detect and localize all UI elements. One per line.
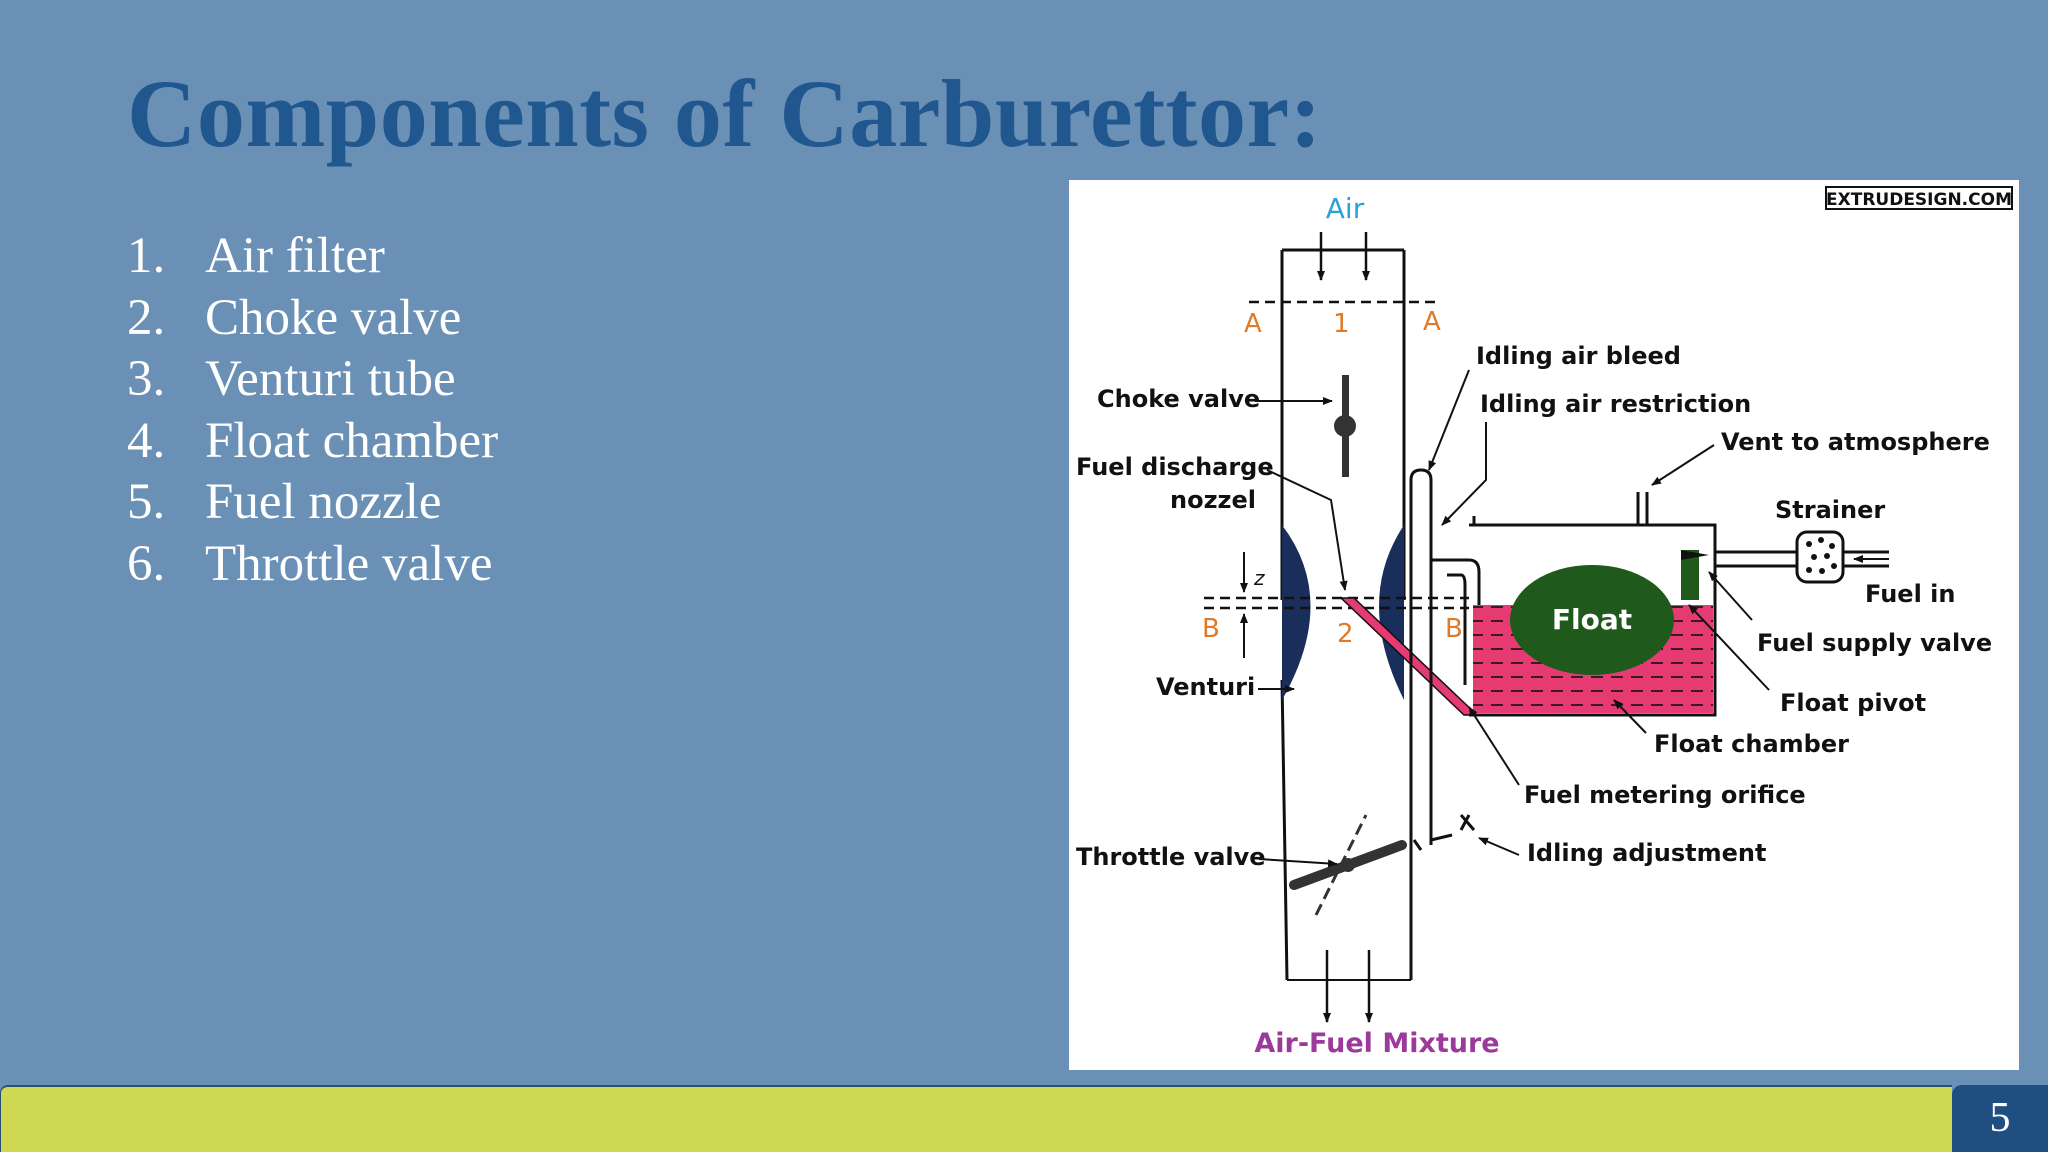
leader-idling-adjustment	[1478, 837, 1520, 856]
float-chamber-wall	[1469, 516, 1717, 717]
leader-fuel-discharge	[1266, 469, 1348, 591]
leader-fuel-supply-valve	[1708, 571, 1753, 621]
label-fuel-discharge-1: Fuel discharge	[1076, 453, 1274, 481]
label-idling-air-bleed: Idling air bleed	[1476, 342, 1681, 370]
label-vent: Vent to atmosphere	[1721, 428, 1990, 456]
venturi-right	[1379, 525, 1404, 700]
section-b-right: B	[1445, 614, 1463, 644]
label-float-pivot: Float pivot	[1780, 689, 1926, 717]
list-item-number: 2.	[127, 289, 166, 346]
list-item: 3. Venturi tube	[127, 349, 498, 411]
list-item: 2. Choke valve	[127, 288, 498, 350]
components-list: 1. Air filter 2. Choke valve 3. Venturi tub…	[127, 226, 498, 596]
leader-idling-air-restriction	[1441, 422, 1487, 526]
list-item-label: Choke valve	[205, 289, 462, 346]
label-idling-adjustment: Idling adjustment	[1527, 839, 1766, 867]
float-label: Float	[1552, 603, 1632, 636]
list-item-number: 6.	[127, 535, 166, 592]
idling-screw	[1459, 814, 1476, 831]
section-b-left: B	[1202, 614, 1220, 644]
list-item-label: Fuel nozzle	[205, 474, 442, 531]
needle-valve	[1681, 550, 1709, 560]
list-item-label: Air filter	[205, 228, 385, 284]
label-float-chamber: Float chamber	[1654, 730, 1849, 758]
leader-throttle-valve	[1258, 858, 1338, 868]
list-item-number: 4.	[127, 412, 166, 469]
point-1-label: 1	[1333, 309, 1350, 339]
float	[1510, 565, 1674, 675]
label-fuel-in: Fuel in	[1865, 580, 1955, 608]
fuel-tube	[1431, 558, 1481, 695]
list-item: 6. Throttle valve	[127, 534, 498, 596]
list-item-number: 3.	[127, 351, 166, 408]
idling-tube	[1409, 468, 1433, 845]
section-a-left: A	[1244, 309, 1262, 339]
footer-bar	[0, 1085, 1952, 1152]
list-item: 5. Fuel nozzle	[127, 472, 498, 534]
vent-pipe	[1636, 492, 1649, 525]
list-item-label: Venturi tube	[205, 351, 456, 408]
z-label: z	[1253, 566, 1265, 590]
label-choke-valve: Choke valve	[1097, 385, 1260, 413]
choke-valve-pivot	[1334, 415, 1356, 437]
section-a-right: A	[1423, 307, 1441, 337]
idling-outlet	[1412, 833, 1453, 851]
leader-float-chamber	[1613, 699, 1647, 734]
label-throttle-valve: Throttle valve	[1076, 843, 1266, 871]
label-strainer: Strainer	[1775, 496, 1885, 524]
carburettor-diagram: EXTRUDESIGN.COM Air A A 1 B B 2 z	[1069, 180, 2019, 1070]
watermark: EXTRUDESIGN.COM	[1826, 190, 2012, 210]
label-fuel-discharge-2: nozzel	[1170, 486, 1256, 514]
watermark-box	[1825, 186, 2013, 210]
point-2-label: 2	[1337, 619, 1354, 649]
leader-vent	[1651, 444, 1715, 486]
strainer-dots	[1806, 537, 1837, 574]
leader-fuel-metering-orifice	[1468, 706, 1520, 786]
output-label: Air-Fuel Mixture	[1254, 1028, 1499, 1059]
label-fuel-supply-valve: Fuel supply valve	[1757, 629, 1992, 657]
list-item: 4. Float chamber	[127, 411, 498, 473]
list-item-number: 5.	[127, 474, 166, 531]
label-idling-air-restriction: Idling air restriction	[1480, 390, 1751, 418]
air-label: Air	[1326, 192, 1365, 225]
venturi-left	[1282, 525, 1311, 700]
list-item-number: 1.	[127, 228, 166, 284]
list-item-label: Throttle valve	[205, 535, 493, 592]
leader-float-pivot	[1688, 604, 1770, 691]
list-item-label: Float chamber	[205, 412, 499, 469]
label-venturi: Venturi	[1156, 673, 1255, 701]
slide-title: Components of Carburettor:	[127, 60, 1323, 167]
throttle-pivot	[1341, 858, 1355, 872]
fuel-supply-valve	[1681, 550, 1699, 600]
leader-idling-air-bleed	[1428, 369, 1470, 471]
list-item: 1. Air filter	[127, 226, 498, 288]
label-fuel-metering-orifice: Fuel metering orifice	[1524, 781, 1806, 809]
page-number: 5	[1952, 1085, 2048, 1152]
